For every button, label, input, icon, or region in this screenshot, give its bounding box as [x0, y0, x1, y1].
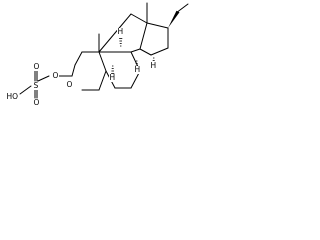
hydroxyl-label: HO	[6, 92, 19, 101]
sulfonyl-oxygen-top-label: O	[33, 62, 40, 71]
stereo-h-c9-label: H	[109, 73, 116, 82]
molecule-structure	[19, 2, 189, 99]
stereo-h-c14-label: H	[134, 65, 141, 74]
sulfonyl-oxygen-bottom-label: O	[33, 98, 40, 107]
stereo-h-c17-label: H	[150, 61, 157, 70]
ring-oxygen-label: O	[66, 80, 73, 89]
ring-a-bonds	[71, 51, 107, 91]
linker-oxygen-label: O	[52, 71, 59, 80]
sulfate-bonds	[19, 69, 73, 99]
ring-d-bonds	[139, 22, 169, 56]
stereo-h-c8-label: H	[117, 27, 124, 36]
sulfur-label: S	[33, 81, 39, 90]
ring-c-bonds	[98, 13, 148, 53]
side-chain-bonds	[98, 2, 189, 53]
